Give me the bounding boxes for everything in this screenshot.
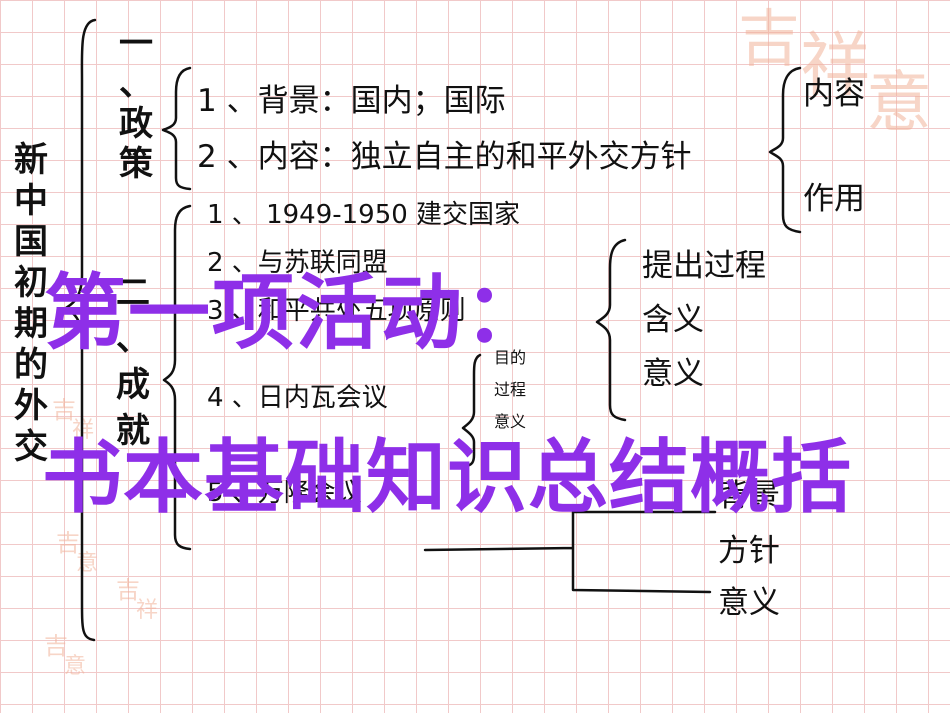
overlay-title-line1: 第一项活动：	[44, 266, 549, 361]
side-title-char: 初	[14, 263, 48, 303]
side-title-char: 期	[14, 304, 48, 344]
section1-heading-char: 政	[119, 104, 153, 144]
policy-item-content: 2 、内容：独立自主的和平外交方针	[197, 139, 692, 175]
main-bracket	[64, 18, 97, 642]
side-title-char: 中	[14, 181, 48, 221]
section1-heading-char: 策	[119, 144, 153, 184]
section1-heading-char: 一	[119, 24, 153, 64]
side-title-char: 新	[14, 140, 48, 180]
achievements-bracket	[162, 204, 192, 551]
principles-sub-process: 提出过程	[642, 248, 766, 284]
principles-sub-meaning: 含义	[642, 302, 704, 338]
achievement-item-1: 1 、 1949-1950 建交国家	[207, 200, 521, 230]
watermark-seal-large: 吉 祥 意	[738, 0, 948, 170]
geneva-sub-significance: 意义	[494, 412, 527, 431]
watermark-seal-small: 吉 祥	[112, 572, 172, 632]
watermark-char: 吉	[56, 529, 80, 557]
section1-heading-char: 、	[119, 64, 153, 104]
watermark-seal-small: 吉 意	[40, 628, 100, 688]
watermark-char: 吉	[44, 632, 68, 660]
watermark-char: 意	[866, 64, 932, 141]
policy-sub-effect: 作用	[803, 181, 865, 217]
section2-heading: 二 、 成 就	[113, 270, 153, 454]
achievement-item-5: 5 、万隆会议	[207, 478, 362, 508]
achievement-item-3: 3 、和平共处五项原则	[207, 296, 466, 326]
section2-heading-char: 、	[116, 319, 150, 359]
achievement-item-4: 4 、日内瓦会议	[207, 383, 388, 413]
section2-heading-char: 成	[116, 365, 150, 405]
side-title-char: 交	[14, 427, 48, 467]
policy-sub-bracket	[768, 66, 802, 234]
watermark-char: 吉	[116, 576, 140, 604]
bandung-connector	[423, 510, 717, 594]
bandung-sub-policy: 方针	[718, 533, 780, 569]
geneva-sub-bracket	[461, 353, 482, 468]
geneva-sub-purpose: 目的	[494, 348, 527, 367]
overlay-title-line2: 书本基础知识总结概括	[42, 431, 852, 524]
side-title-char: 国	[14, 222, 48, 262]
side-title-char: 的	[14, 345, 48, 385]
achievement-item-2: 2 、与苏联同盟	[207, 248, 388, 278]
principles-sub-significance: 意义	[642, 356, 704, 392]
side-title: 新 中 国 初 期 的 外 交	[11, 140, 51, 468]
watermark-char: 吉	[738, 2, 801, 75]
section2-heading-char: 二	[116, 273, 150, 313]
bandung-sub-significance: 意义	[718, 585, 780, 621]
geneva-sub-process: 过程	[494, 380, 527, 399]
policy-item-background: 1 、背景：国内；国际	[197, 83, 506, 119]
watermark-char: 祥	[800, 24, 870, 106]
bandung-sub-background: 背景	[718, 478, 780, 514]
policy-sub-content: 内容	[803, 76, 865, 112]
section2-heading-char: 就	[116, 411, 150, 451]
principles-sub-bracket	[595, 238, 627, 422]
section1-heading: 一 、 政 策	[116, 24, 156, 184]
side-title-char: 外	[14, 386, 48, 426]
watermark-char: 祥	[136, 598, 159, 623]
watermark-char: 意	[64, 654, 87, 679]
policy-bracket	[161, 66, 192, 191]
watermark-char: 吉	[52, 396, 76, 424]
